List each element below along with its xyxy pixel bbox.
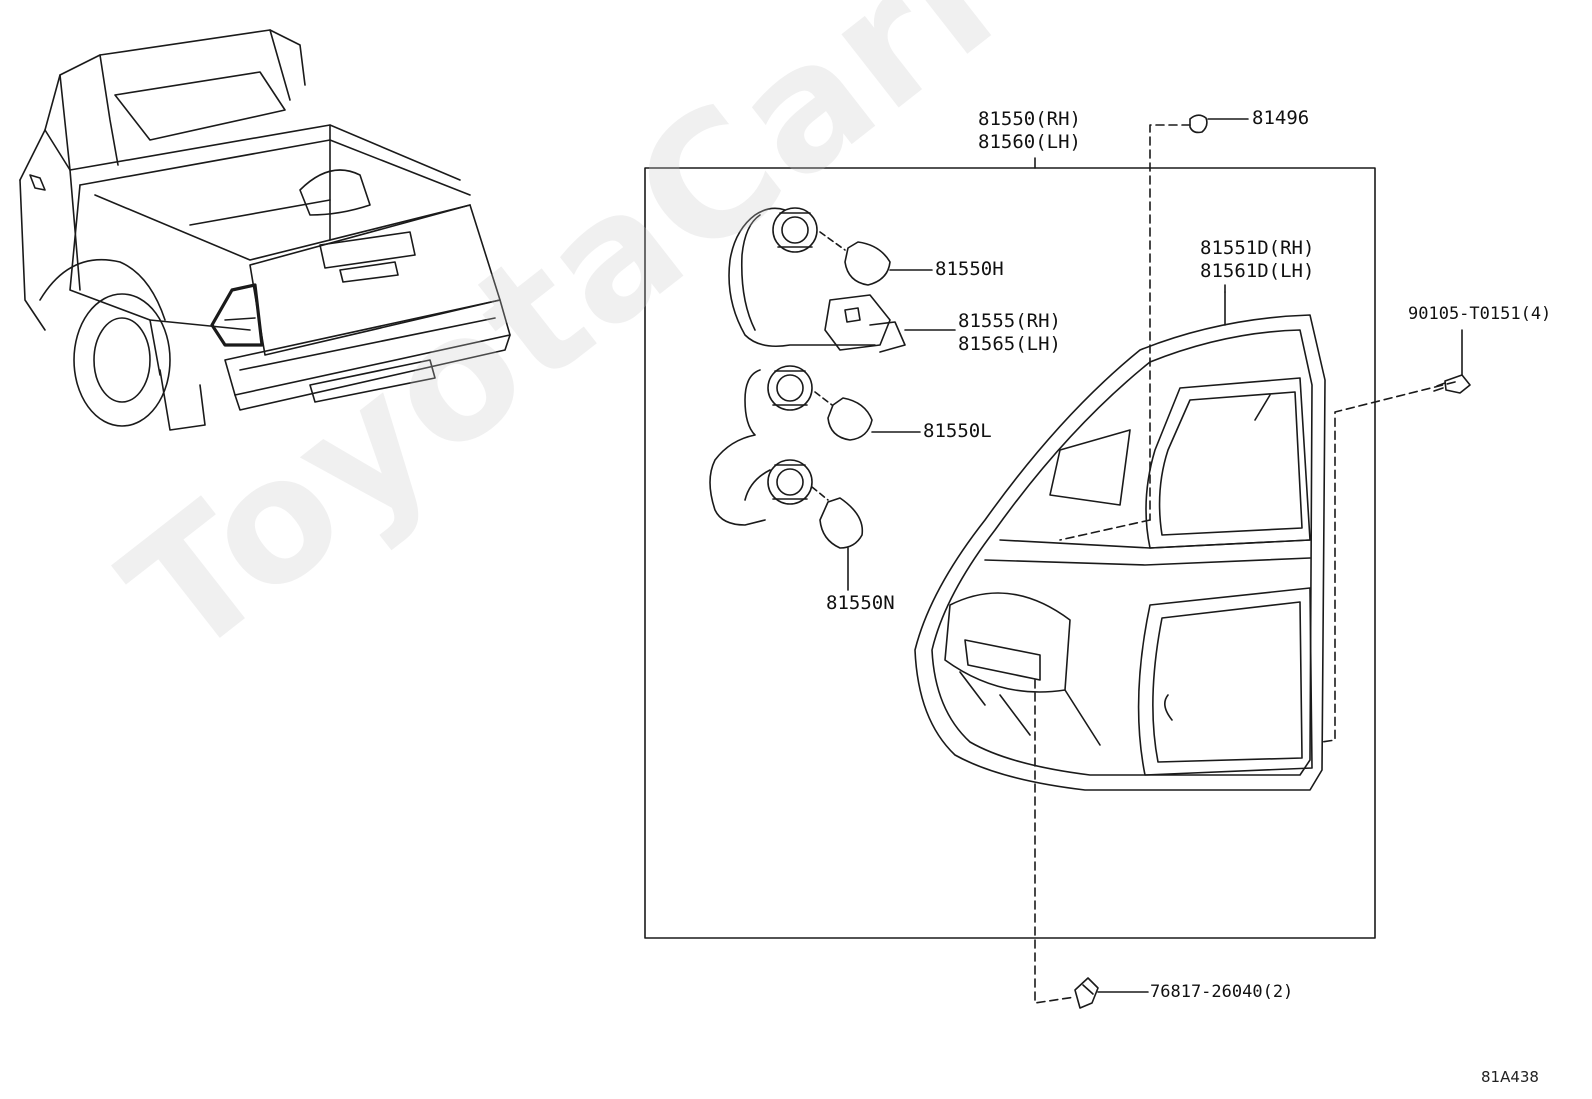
reference-lines: [1034, 124, 1456, 1004]
bulbs: [811, 231, 933, 591]
label-lens-lh[interactable]: 81561D(LH): [1200, 260, 1315, 282]
assembly-frame: [644, 167, 1376, 939]
tail-lamp-housing: [914, 291, 1326, 791]
label-bulb-h[interactable]: 81550H: [935, 258, 1004, 280]
label-lamp-assy-rh[interactable]: 81550(RH): [978, 108, 1081, 130]
label-bulb-n[interactable]: 81550N: [826, 592, 895, 614]
label-socket-rh[interactable]: 81555(RH): [958, 310, 1061, 332]
hardware: [1074, 114, 1471, 1009]
label-lens-rh[interactable]: 81551D(RH): [1200, 237, 1315, 259]
truck-illustration: [19, 29, 511, 431]
label-socket-lh[interactable]: 81565(LH): [958, 333, 1061, 355]
label-nut[interactable]: 81496: [1252, 107, 1310, 129]
socket-harness: [709, 207, 906, 526]
label-screw[interactable]: 90105-T0151(4): [1408, 304, 1552, 324]
label-lamp-assy-lh[interactable]: 81560(LH): [978, 131, 1081, 153]
label-clip[interactable]: 76817-26040(2): [1150, 982, 1294, 1002]
diagram-code: 81A438: [1481, 1068, 1539, 1086]
label-bulb-l[interactable]: 81550L: [923, 420, 992, 442]
